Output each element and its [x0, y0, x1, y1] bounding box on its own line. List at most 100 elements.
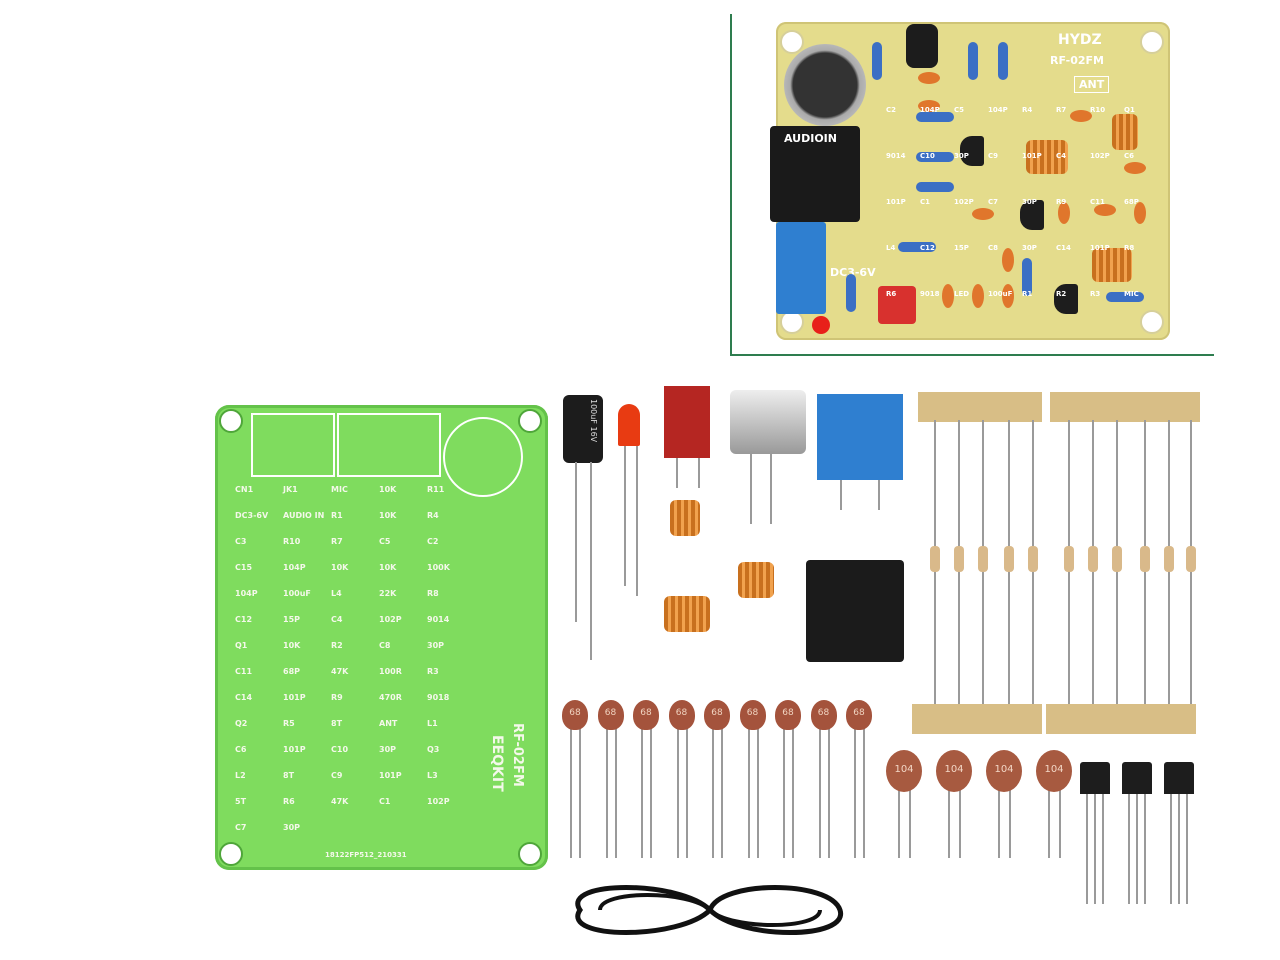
- silkscreen-label: L2: [235, 771, 246, 780]
- silkscreen-label: 470R: [379, 693, 402, 702]
- silkscreen-label: R10: [283, 537, 301, 546]
- microphone: [730, 390, 806, 454]
- resistor: [846, 274, 856, 312]
- ceramic-capacitor: 104: [936, 750, 972, 792]
- coil-inductor: [1026, 140, 1068, 174]
- lead: [898, 788, 900, 858]
- led: [812, 316, 830, 334]
- resistor-tape: [918, 392, 1042, 422]
- part-label: C11: [1090, 198, 1105, 206]
- silkscreen-label: 100uF: [283, 589, 311, 598]
- lead: [1094, 794, 1096, 904]
- silkscreen-label: R11: [427, 485, 445, 494]
- ceramic-capacitor: 68: [775, 700, 801, 730]
- part-label: R6: [886, 290, 897, 298]
- silkscreen-label: C15: [235, 563, 253, 572]
- part-label: C5: [954, 106, 965, 114]
- coil-inductor: [1112, 114, 1138, 150]
- silkscreen-label: C14: [235, 693, 253, 702]
- resistor: [968, 42, 978, 80]
- coil-inductor: [670, 500, 700, 536]
- lead: [909, 788, 911, 858]
- part-label: 30P: [1022, 198, 1037, 206]
- silkscreen-label: 47K: [331, 797, 349, 806]
- lead: [840, 480, 842, 510]
- silkscreen-label: R1: [331, 511, 343, 520]
- lead: [1048, 788, 1050, 858]
- ceramic-capacitor: [1002, 248, 1014, 272]
- lead: [1059, 788, 1061, 858]
- ceramic-capacitor: [918, 72, 940, 84]
- silkscreen-label: 9014: [427, 615, 450, 624]
- transistor: [960, 136, 984, 166]
- silkscreen-label: 10K: [379, 511, 397, 520]
- lead: [959, 788, 961, 858]
- silkscreen-label: 8T: [331, 719, 343, 728]
- lead: [1102, 794, 1104, 904]
- silkscreen-label: 100R: [379, 667, 402, 676]
- electrolytic-capacitor: 100uF 16V: [563, 395, 603, 463]
- part-label: 68P: [1124, 198, 1139, 206]
- lead: [948, 788, 950, 858]
- transistor: [1080, 762, 1110, 794]
- resistor: [916, 182, 954, 192]
- ceramic-capacitor: 68: [633, 700, 659, 730]
- part-label: C1: [920, 198, 931, 206]
- antenna-label: ANT: [1074, 76, 1110, 93]
- silkscreen-label: C4: [331, 615, 343, 624]
- antenna-wire: [575, 885, 843, 935]
- lead: [863, 728, 865, 858]
- audio-jack: [770, 126, 860, 222]
- part-label: MIC: [1124, 290, 1139, 298]
- silkscreen-label: 104P: [235, 589, 258, 598]
- silkscreen-label: R3: [427, 667, 439, 676]
- silkscreen-label: Q1: [235, 641, 248, 650]
- jack-outline: [337, 413, 441, 477]
- variable-inductor: [664, 386, 710, 458]
- silkscreen-label: DC3-6V: [235, 511, 269, 520]
- lead: [1086, 794, 1088, 904]
- lead: [1144, 794, 1146, 904]
- silkscreen-label: 102P: [427, 797, 450, 806]
- lead: [570, 728, 572, 858]
- silkscreen-label: R4: [427, 511, 439, 520]
- lead: [685, 728, 688, 858]
- lead: [818, 728, 821, 858]
- resistor: [1140, 546, 1150, 572]
- mount-hole: [219, 409, 243, 433]
- led: [618, 404, 640, 446]
- silkscreen-label: R7: [331, 537, 343, 546]
- mic-outline: [443, 417, 523, 497]
- silkscreen-label: L3: [427, 771, 438, 780]
- lead: [698, 458, 700, 488]
- part-label: 30P: [1022, 244, 1037, 252]
- silkscreen-label: R6: [283, 797, 295, 806]
- ceramic-capacitor: 68: [704, 700, 730, 730]
- lead: [579, 728, 581, 858]
- part-label: C7: [988, 198, 999, 206]
- silkscreen-label: 22K: [379, 589, 397, 598]
- silkscreen-label: L1: [427, 719, 438, 728]
- audio-label: AUDIOIN: [784, 132, 837, 145]
- silkscreen-label: C6: [235, 745, 247, 754]
- silkscreen-label: 5T: [235, 797, 247, 806]
- resistor-tape: [1046, 704, 1196, 734]
- power-label: DC3-6V: [830, 266, 876, 279]
- part-label: Q1: [1124, 106, 1135, 114]
- ceramic-capacitor: [1134, 202, 1146, 224]
- silkscreen-label: MIC: [331, 485, 348, 494]
- mount-hole: [518, 409, 542, 433]
- part-label: 101P: [1090, 244, 1110, 252]
- microphone: [784, 44, 866, 126]
- part-label: C14: [1056, 244, 1071, 252]
- lead: [1170, 794, 1172, 904]
- part-label: 104P: [920, 106, 940, 114]
- silkscreen-label: 10K: [379, 563, 397, 572]
- silkscreen-label: C3: [235, 537, 247, 546]
- ceramic-capacitor: 68: [810, 700, 837, 730]
- terminal-block: [817, 394, 903, 480]
- ceramic-capacitor: [1070, 110, 1092, 122]
- part-label: 9018: [920, 290, 940, 298]
